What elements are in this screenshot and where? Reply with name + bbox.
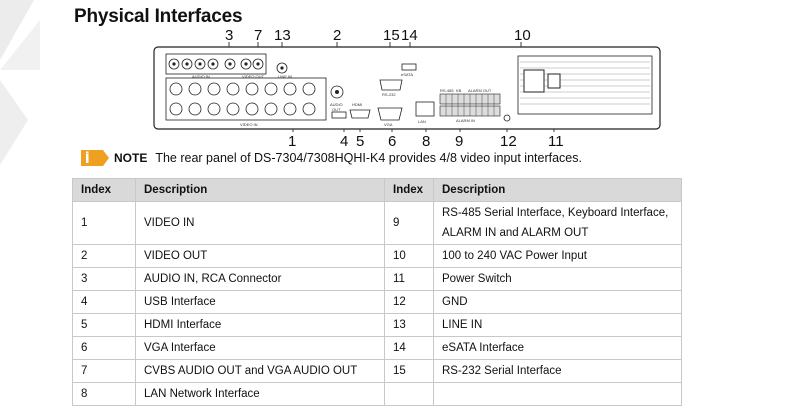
label-audio: AUDIO bbox=[330, 102, 343, 107]
label-rs485: RS-485 bbox=[440, 88, 454, 93]
cell-index: 9 bbox=[384, 201, 434, 245]
label-hdmi: HDMI bbox=[352, 102, 362, 107]
cell-description: RS-485 Serial Interface, Keyboard Interf… bbox=[433, 201, 682, 245]
cell-index: 1 bbox=[72, 201, 136, 245]
note-label: NOTE bbox=[114, 151, 148, 165]
cell-index: 11 bbox=[384, 267, 434, 291]
cell-description: Power Switch bbox=[433, 267, 682, 291]
label-esata: eSATA bbox=[401, 72, 413, 77]
header-description-left: Description bbox=[135, 178, 385, 202]
header-index-left: Index bbox=[72, 178, 136, 202]
label-video-out: VIDEO OUT bbox=[242, 74, 265, 79]
callout-2: 2 bbox=[333, 27, 341, 44]
callout-6: 6 bbox=[388, 133, 396, 150]
cell-description: VIDEO OUT bbox=[135, 244, 385, 268]
cell-description: GND bbox=[433, 290, 682, 314]
note-row: NOTE The rear panel of DS-7304/7308HQHI-… bbox=[80, 146, 582, 170]
cell-description bbox=[433, 382, 682, 406]
table-row: 6 VGA Interface 14 eSATA Interface bbox=[72, 336, 682, 360]
callout-5: 5 bbox=[356, 133, 364, 150]
table-row: 4 USB Interface 12 GND bbox=[72, 290, 682, 314]
cell-index: 5 bbox=[72, 313, 136, 337]
table-row: 1 VIDEO IN 9 RS-485 Serial Interface, Ke… bbox=[72, 201, 682, 245]
label-alarm-in: ALARM IN bbox=[456, 118, 475, 123]
cell-index: 3 bbox=[72, 267, 136, 291]
cell-description: 100 to 240 VAC Power Input bbox=[433, 244, 682, 268]
label-kb: KB bbox=[456, 88, 462, 93]
label-video-in: VIDEO IN bbox=[240, 122, 258, 127]
table-row: 2 VIDEO OUT 10 100 to 240 VAC Power Inpu… bbox=[72, 244, 682, 268]
cell-index: 2 bbox=[72, 244, 136, 268]
table-row: 3 AUDIO IN, RCA Connector 11 Power Switc… bbox=[72, 267, 682, 291]
note-text: The rear panel of DS-7304/7308HQHI-K4 pr… bbox=[155, 151, 582, 165]
cell-index: 13 bbox=[384, 313, 434, 337]
cell-index: 6 bbox=[72, 336, 136, 360]
cell-index: 14 bbox=[384, 336, 434, 360]
cell-index: 8 bbox=[72, 382, 136, 406]
corner-decoration bbox=[0, 0, 40, 165]
callout-11: 11 bbox=[548, 133, 564, 150]
table-header-row: Index Description Index Description bbox=[72, 178, 682, 202]
cell-description: AUDIO IN, RCA Connector bbox=[135, 267, 385, 291]
note-icon bbox=[81, 150, 109, 166]
table-row: 7 CVBS AUDIO OUT and VGA AUDIO OUT 15 RS… bbox=[72, 359, 682, 383]
callout-1: 1 bbox=[288, 133, 296, 150]
cell-description: VIDEO IN bbox=[135, 201, 385, 245]
label-lan: LAN bbox=[418, 119, 426, 124]
cell-description: USB Interface bbox=[135, 290, 385, 314]
callout-7: 7 bbox=[254, 27, 262, 44]
callout-12: 12 bbox=[500, 133, 517, 150]
callout-9: 9 bbox=[455, 133, 463, 150]
cell-description: LAN Network Interface bbox=[135, 382, 385, 406]
cell-description: LINE IN bbox=[433, 313, 682, 337]
callout-14: 14 bbox=[401, 27, 418, 44]
table-row: 5 HDMI Interface 13 LINE IN bbox=[72, 313, 682, 337]
callout-8: 8 bbox=[422, 133, 430, 150]
label-out: OUT bbox=[332, 107, 341, 112]
cell-description: CVBS AUDIO OUT and VGA AUDIO OUT bbox=[135, 359, 385, 383]
callout-3: 3 bbox=[225, 27, 233, 44]
cell-description: VGA Interface bbox=[135, 336, 385, 360]
interfaces-table: Index Description Index Description 1 VI… bbox=[72, 178, 682, 406]
callout-15: 15 bbox=[383, 27, 400, 44]
cell-index: 15 bbox=[384, 359, 434, 383]
label-rs232: RS-232 bbox=[382, 92, 396, 97]
header-description-right: Description bbox=[433, 178, 682, 202]
label-audio-in: AUDIO IN bbox=[192, 74, 210, 79]
cell-index: 10 bbox=[384, 244, 434, 268]
header-index-right: Index bbox=[384, 178, 434, 202]
cell-index: 4 bbox=[72, 290, 136, 314]
label-vga: VGA bbox=[384, 122, 393, 127]
callout-10: 10 bbox=[514, 27, 531, 44]
table-row: 8 LAN Network Interface bbox=[72, 382, 682, 406]
callout-4: 4 bbox=[340, 133, 348, 150]
label-alarm-out: ALARM OUT bbox=[468, 88, 492, 93]
cell-index bbox=[384, 382, 434, 406]
cell-description: HDMI Interface bbox=[135, 313, 385, 337]
rear-panel-diagram: 3 7 13 2 15 14 10 1 4 5 6 8 9 12 11 AUDI… bbox=[153, 27, 661, 150]
cell-index: 12 bbox=[384, 290, 434, 314]
cell-description: RS-232 Serial Interface bbox=[433, 359, 682, 383]
section-title: Physical Interfaces bbox=[74, 6, 243, 27]
cell-description: eSATA Interface bbox=[433, 336, 682, 360]
cell-index: 7 bbox=[72, 359, 136, 383]
label-line-in: LINE IN bbox=[278, 74, 292, 79]
callout-13: 13 bbox=[274, 27, 291, 44]
